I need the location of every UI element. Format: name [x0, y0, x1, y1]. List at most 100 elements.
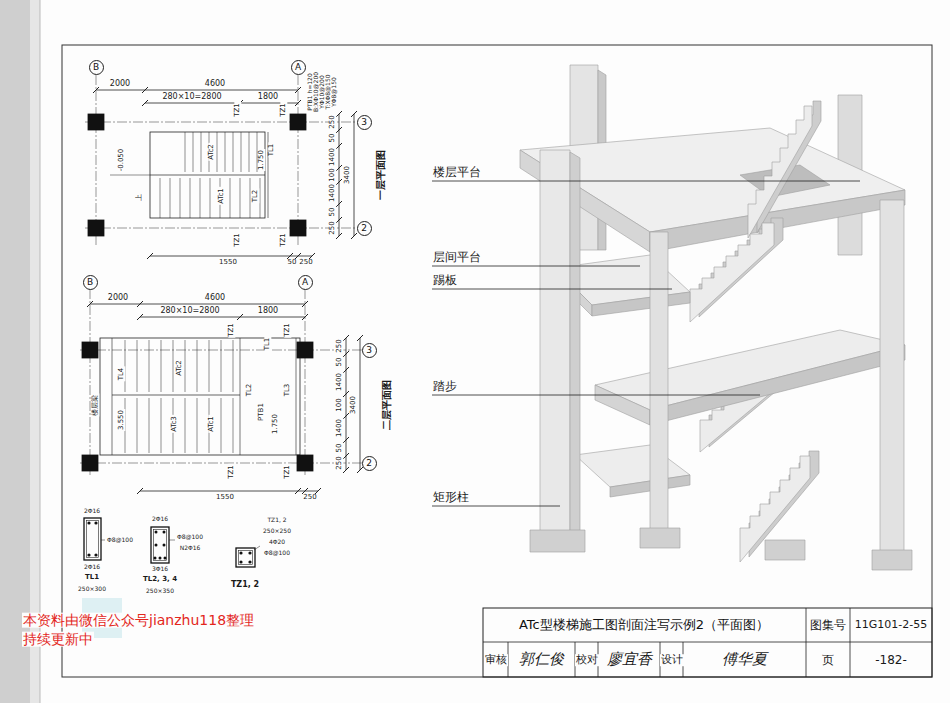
scan-edge	[30, 0, 40, 703]
title-block-cell: 页	[821, 654, 835, 667]
member-code: 楼层梁	[92, 394, 99, 417]
column	[290, 220, 306, 236]
stair-tread	[149, 398, 150, 453]
member-code: TZ1	[228, 464, 235, 480]
dimension: 100	[329, 167, 336, 182]
column	[297, 342, 313, 358]
dimension-tick	[302, 488, 308, 494]
column	[570, 152, 580, 535]
axis-bubble: 2	[362, 456, 377, 471]
stair-tread	[193, 132, 194, 172]
dimension-tick	[357, 467, 363, 473]
sheet-frame	[62, 45, 932, 677]
stair-tread	[197, 340, 198, 392]
rebar-dot	[94, 553, 97, 556]
rebar-dot	[87, 553, 90, 556]
pile-cap	[765, 540, 805, 560]
stair-tread	[217, 132, 218, 172]
rebar-dot	[239, 560, 242, 563]
dimension-tick	[87, 301, 93, 307]
dimension-line	[339, 114, 340, 236]
leader-line	[432, 181, 860, 182]
member-code: TZ1	[228, 322, 235, 338]
column	[650, 232, 668, 532]
rebar-dot	[87, 521, 90, 524]
stair-tread	[180, 178, 181, 218]
rebar-note: Φ8@100	[176, 534, 204, 540]
pile-cap	[640, 528, 680, 548]
scan-edge	[40, 0, 41, 703]
title-block-cell: 校对	[575, 654, 599, 666]
stair-tread	[137, 398, 138, 453]
axis-bubble: B	[83, 275, 98, 290]
dimension: 250	[302, 494, 317, 501]
dimension-tick	[357, 335, 363, 341]
landing-slab	[592, 292, 690, 316]
axis-label: A	[295, 63, 301, 72]
rebar-dot	[155, 531, 158, 534]
dimension-line	[140, 491, 318, 492]
member-code: TZ1	[280, 102, 287, 118]
dimension-tick	[295, 87, 301, 93]
title-block	[483, 608, 932, 677]
dimension-tick	[343, 453, 349, 459]
dimension: 1550	[218, 259, 238, 266]
dimension-tick	[295, 488, 301, 494]
column	[540, 150, 570, 535]
scan-edge	[0, 0, 30, 703]
dimension: 50	[336, 357, 343, 368]
member-code: TL1	[264, 337, 271, 352]
stair-code: ATc1	[218, 187, 225, 205]
member-code: TL1	[268, 143, 275, 158]
rebar-dot	[248, 560, 251, 563]
rebar-dot	[163, 544, 166, 547]
section-code: TL1	[84, 574, 100, 581]
axis-line	[90, 289, 91, 475]
axis-label: B	[93, 63, 99, 72]
dimension: 1400	[329, 147, 336, 167]
rebar-note: 2Φ16	[151, 516, 169, 522]
dimension: 3400	[344, 165, 351, 185]
rebar-note: 3Φ16	[151, 566, 169, 572]
stair-tread	[221, 340, 222, 392]
axis-label: 3	[361, 118, 367, 127]
dimension-line	[90, 304, 305, 305]
walk-line	[110, 175, 150, 176]
stair-flight	[690, 223, 774, 322]
title-block-cell: 设计	[660, 654, 684, 666]
axis-bubble: 2	[357, 221, 372, 236]
stair-flight	[740, 456, 810, 562]
title-block-rule	[483, 642, 932, 643]
dimension: 250	[336, 338, 343, 353]
axis-label: 3	[366, 346, 372, 355]
stair-outline	[150, 132, 265, 218]
beam-section	[84, 518, 101, 560]
dimension-tick	[336, 179, 342, 185]
column-section	[236, 548, 255, 567]
axis-line	[96, 75, 97, 245]
plan-title: 一层平面图	[376, 149, 387, 201]
dimension-tick	[343, 351, 349, 357]
stair-tread	[209, 340, 210, 392]
member-code: TZ1	[280, 232, 287, 248]
rebar-note: 2Φ16	[83, 564, 101, 570]
dimension: 250	[329, 114, 336, 129]
dimension-tick	[336, 111, 342, 117]
dimension-tick	[343, 335, 349, 341]
stair-tread	[250, 178, 251, 218]
stair-tread	[233, 132, 234, 172]
rebar-note: N2Φ16	[179, 545, 202, 551]
stair-tread	[197, 398, 198, 453]
elevation: 1.750	[272, 413, 279, 435]
stair-tread	[200, 178, 201, 218]
dimension-tick	[343, 391, 349, 397]
beam-section	[151, 527, 169, 563]
direction-mark: 上	[136, 193, 143, 202]
floor-slab	[520, 150, 650, 252]
title-block-cell: -182-	[874, 654, 908, 667]
member-code: TL2	[246, 383, 253, 398]
stair-code: ATc1	[208, 415, 215, 433]
leader-line	[432, 289, 672, 290]
stair-tread	[221, 398, 222, 453]
